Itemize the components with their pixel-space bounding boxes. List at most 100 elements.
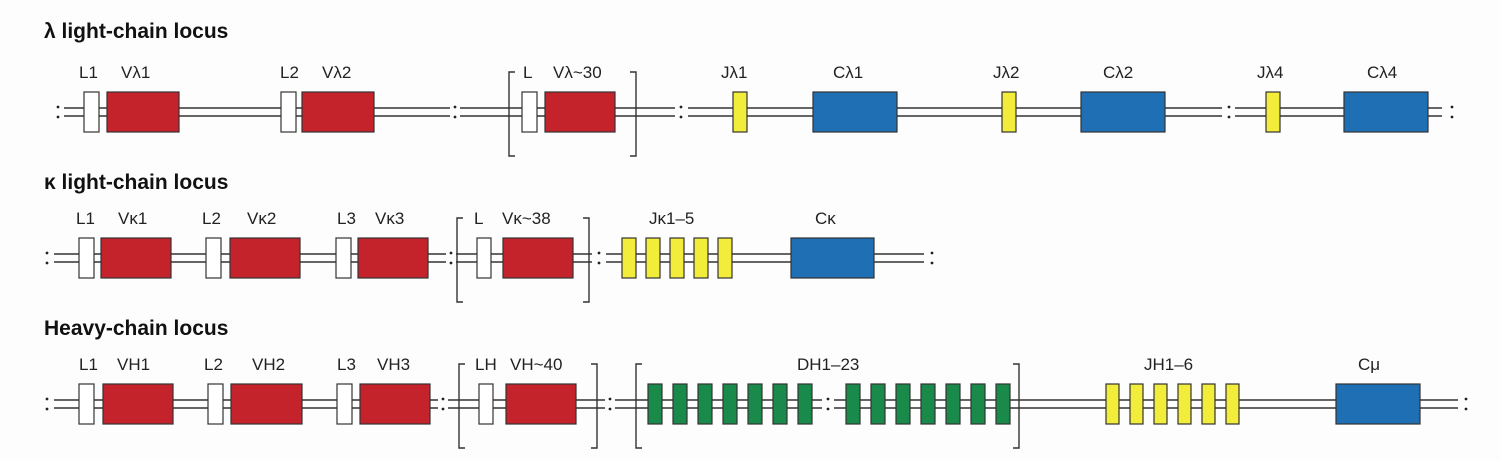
heavy-V40-exon [505, 383, 577, 425]
lambda-break-dot [1450, 115, 1454, 119]
lambda-L2-exon [280, 91, 297, 133]
heavy-D-exon-1 [647, 383, 663, 425]
heavy-bracket-right [591, 363, 598, 449]
heavy-break-dot [826, 397, 830, 401]
lambda-J2-exon [1001, 91, 1017, 133]
heavy-J6-exon [1225, 383, 1240, 425]
kappa-V38-exon [502, 237, 574, 279]
kappa-bracket-left [456, 217, 463, 303]
lambda-L2-label: L2 [280, 63, 299, 82]
kappa-V3-label: Vκ3 [375, 209, 405, 228]
heavy-V3-exon [359, 383, 431, 425]
lambda-J4-exon [1265, 91, 1281, 133]
heavy-break-dot [45, 397, 49, 401]
lambda-bracket-left [508, 71, 515, 157]
lambda-break-dot [679, 115, 683, 119]
lambda-break-dot [1227, 105, 1231, 109]
lambda-C4-exon [1343, 91, 1429, 133]
heavy-locus-title: Heavy-chain locus [44, 317, 229, 340]
heavy-V1-exon [102, 383, 174, 425]
heavy-V1-label: VH1 [117, 355, 151, 374]
kappa-L2-label: L2 [202, 209, 221, 228]
lambda-L1-label: L1 [79, 63, 98, 82]
heavy-D-bracket-right [1013, 363, 1020, 449]
heavy-D-exon-9 [870, 383, 886, 425]
lambda-break-dot [453, 115, 457, 119]
heavy-break-dot [608, 407, 612, 411]
kappa-V3-exon [357, 237, 429, 279]
heavy-break-dot [1464, 397, 1468, 401]
heavy-break-dot [45, 407, 49, 411]
heavy-D-exon-13 [970, 383, 986, 425]
lambda-locus-title: λ light-chain locus [44, 20, 229, 43]
lambda-C1-exon [812, 91, 898, 133]
kappa-C-exon [790, 237, 875, 279]
kappa-locus-title: κ light-chain locus [44, 171, 229, 194]
kappa-J5-exon [717, 237, 733, 279]
heavy-break-dot [441, 397, 445, 401]
lambda-break-dot [1450, 105, 1454, 109]
kappa-break-dot [597, 261, 601, 265]
lambda-break-dot [453, 105, 457, 109]
heavy-D-exon-5 [747, 383, 763, 425]
lambda-V2-exon [301, 91, 375, 133]
lambda-V1-exon [106, 91, 180, 133]
heavy-break-dot [1464, 407, 1468, 411]
heavy-J3-exon [1153, 383, 1168, 425]
lambda-C4-label: Cλ4 [1367, 63, 1398, 82]
lambda-C2-exon [1080, 91, 1166, 133]
heavy-C-exon [1335, 383, 1421, 425]
kappa-J1-exon [621, 237, 637, 279]
kappa-V2-exon [229, 237, 301, 279]
heavy-D-exon-8 [845, 383, 861, 425]
heavy-D-exon-6 [772, 383, 788, 425]
heavy-D-label: DH1–23 [797, 355, 860, 374]
heavy-break-dot [608, 397, 612, 401]
heavy-D-exon-2 [672, 383, 688, 425]
heavy-J1-exon [1105, 383, 1120, 425]
heavy-break-dot [826, 407, 830, 411]
lambda-break-dot [1227, 115, 1231, 119]
heavy-L3-label: L3 [337, 355, 356, 374]
kappa-break-dot [930, 251, 934, 255]
heavy-L2-label: L2 [204, 355, 223, 374]
heavy-J-label: JH1–6 [1144, 355, 1194, 374]
heavy-D-exon-10 [895, 383, 911, 425]
kappa-L1-label: L1 [76, 209, 95, 228]
kappa-J-label: Jκ1–5 [649, 209, 695, 228]
kappa-L-exon [476, 237, 492, 279]
heavy-break-dot [441, 407, 445, 411]
heavy-D-exon-11 [920, 383, 936, 425]
heavy-D-exon-7 [797, 383, 813, 425]
heavy-J2-exon [1129, 383, 1144, 425]
lambda-break-dot [56, 115, 60, 119]
kappa-bracket-right [583, 217, 590, 303]
heavy-bracket-left [458, 363, 465, 449]
heavy-D-exon-14 [995, 383, 1011, 425]
heavy-D-exon-12 [945, 383, 961, 425]
kappa-break-dot [449, 251, 453, 255]
lambda-L-label: L [523, 63, 533, 82]
heavy-L1-label: L1 [79, 355, 98, 374]
lambda-J2-label: Jλ2 [993, 63, 1020, 82]
heavy-V3-label: VH3 [377, 355, 411, 374]
kappa-V1-label: Vκ1 [118, 209, 148, 228]
kappa-L1-exon [78, 237, 95, 279]
heavy-C-label: Cμ [1358, 355, 1381, 374]
kappa-break-dot [45, 261, 49, 265]
kappa-J3-exon [669, 237, 685, 279]
heavy-J5-exon [1201, 383, 1216, 425]
heavy-V2-label: VH2 [252, 355, 286, 374]
lambda-bracket-right [630, 71, 637, 157]
heavy-LH-exon [478, 383, 494, 425]
heavy-V2-exon [230, 383, 303, 425]
kappa-L2-exon [205, 237, 222, 279]
heavy-V40-label: VH~40 [510, 355, 563, 374]
kappa-break-dot [930, 261, 934, 265]
lambda-L1-exon [83, 91, 100, 133]
heavy-L2-exon [207, 383, 224, 425]
heavy-L1-exon [78, 383, 95, 425]
heavy-LH-label: LH [475, 355, 497, 374]
lambda-V30-label: Vλ~30 [553, 63, 602, 82]
